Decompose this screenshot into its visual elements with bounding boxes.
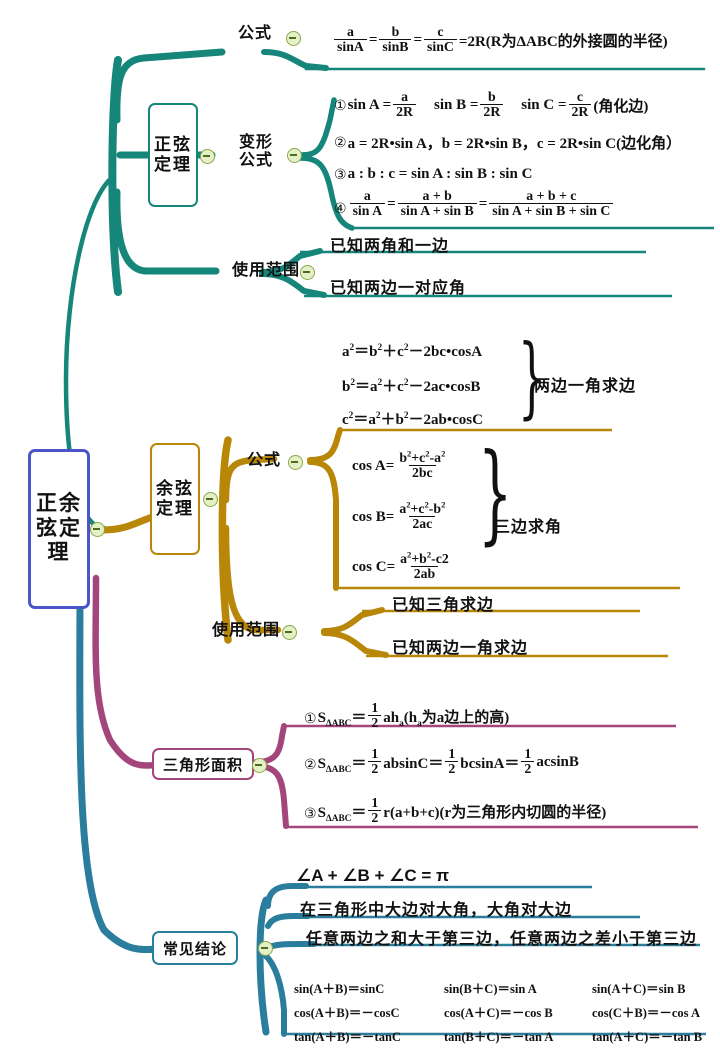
leaf-cosine-law-3: c2＝a2＋b2－2ab•cosC: [342, 411, 483, 428]
branch-node-area[interactable]: 三角形面积: [152, 748, 255, 780]
branch-node-conclusions-label: 常见结论: [163, 940, 228, 958]
subnode-cosine-formula[interactable]: 公式: [247, 452, 281, 470]
leaf-cosine-scope-2: 已知两边一角求边: [392, 640, 529, 657]
identity-cell: tan(B＋C)＝－tan A: [444, 1030, 554, 1044]
subnode-cosine-scope[interactable]: 使用范围: [212, 622, 280, 640]
subnode-sine-variant-line2: 公式: [239, 151, 274, 169]
branch-area-toggle[interactable]: [252, 758, 267, 773]
leaf-conclusion-2: 在三角形中大边对大角，大角对大边: [300, 902, 573, 919]
identity-cell: sin(A＋B)＝sinC: [294, 982, 385, 996]
leaf-sine-scope-1: 已知两角和一边: [330, 238, 450, 255]
subnode-cosine-formula-toggle[interactable]: [288, 455, 303, 470]
leaf-sine-scope-2: 已知两边一对应角: [330, 280, 467, 297]
branch-node-cosine-label: 余弦定理: [156, 478, 194, 518]
branch-node-cosine[interactable]: 余弦定理: [150, 443, 200, 555]
branch-sine-toggle[interactable]: [200, 149, 215, 164]
leaf-angle-sum: ∠A + ∠B + ∠C = π: [296, 866, 450, 885]
identity-cell: sin(A＋C)＝sin B: [592, 982, 686, 996]
leaf-cosine-scope-1: 已知三角求边: [392, 597, 495, 614]
subnode-sine-scope-label: 使用范围: [232, 262, 301, 279]
subnode-cosine-scope-toggle[interactable]: [282, 625, 297, 640]
branch-node-sine[interactable]: 正弦定理: [148, 103, 198, 207]
subnode-sine-scope-toggle[interactable]: [300, 265, 315, 280]
identity-cell: tan(A＋B)＝－tanC: [294, 1030, 401, 1044]
subnode-sine-variant[interactable]: 变形 公式: [239, 134, 273, 170]
identity-cell: cos(A＋C)＝－cos B: [444, 1006, 553, 1020]
leaf-cosine-law-1: a2＝b2＋c2－2bc•cosA: [342, 343, 483, 360]
identity-cell: cos(A＋B)＝－cosC: [294, 1006, 400, 1020]
identity-cell: tan(A＋C)＝－tan B: [592, 1030, 703, 1044]
root-node[interactable]: 正余弦定理: [28, 449, 90, 609]
identity-cell: sin(B＋C)＝sin A: [444, 982, 537, 996]
root-toggle[interactable]: [90, 522, 105, 537]
leaf-conclusion-3: 任意两边之和大于第三边，任意两边之差小于第三边: [306, 931, 698, 948]
leaf-cosine-law-2: b2＝a2＋c2－2ac•cosB: [342, 378, 481, 395]
branch-node-conclusions[interactable]: 常见结论: [152, 931, 239, 965]
brace-label-cosine-law: 两边一角求边: [534, 378, 637, 395]
branch-conclusions-toggle[interactable]: [258, 941, 273, 956]
subnode-sine-formula-label: 公式: [238, 25, 273, 42]
subnode-sine-scope[interactable]: 使用范围: [232, 262, 300, 280]
identity-cell: cos(C＋B)＝－cos A: [592, 1006, 700, 1020]
subnode-sine-variant-toggle[interactable]: [287, 148, 302, 163]
subnode-sine-variant-line1: 变形: [239, 134, 274, 151]
brace-cos-ratio: }: [478, 431, 513, 556]
root-node-label: 正余弦定理: [36, 491, 82, 565]
subnode-sine-formula-toggle[interactable]: [286, 31, 301, 46]
identity-table: sin(A＋B)＝sinC sin(B＋C)＝sin A sin(A＋C)＝si…: [294, 978, 720, 1045]
branch-node-sine-label: 正弦定理: [154, 134, 192, 174]
subnode-cosine-scope-label: 使用范围: [212, 622, 281, 639]
brace-label-cos-ratio: 三边求角: [494, 519, 563, 536]
branch-cosine-toggle[interactable]: [203, 492, 218, 507]
branch-node-area-label: 三角形面积: [163, 756, 244, 774]
brace-cosine-law: }: [518, 325, 546, 428]
subnode-cosine-formula-label: 公式: [247, 452, 282, 469]
subnode-sine-formula[interactable]: 公式: [238, 25, 272, 43]
